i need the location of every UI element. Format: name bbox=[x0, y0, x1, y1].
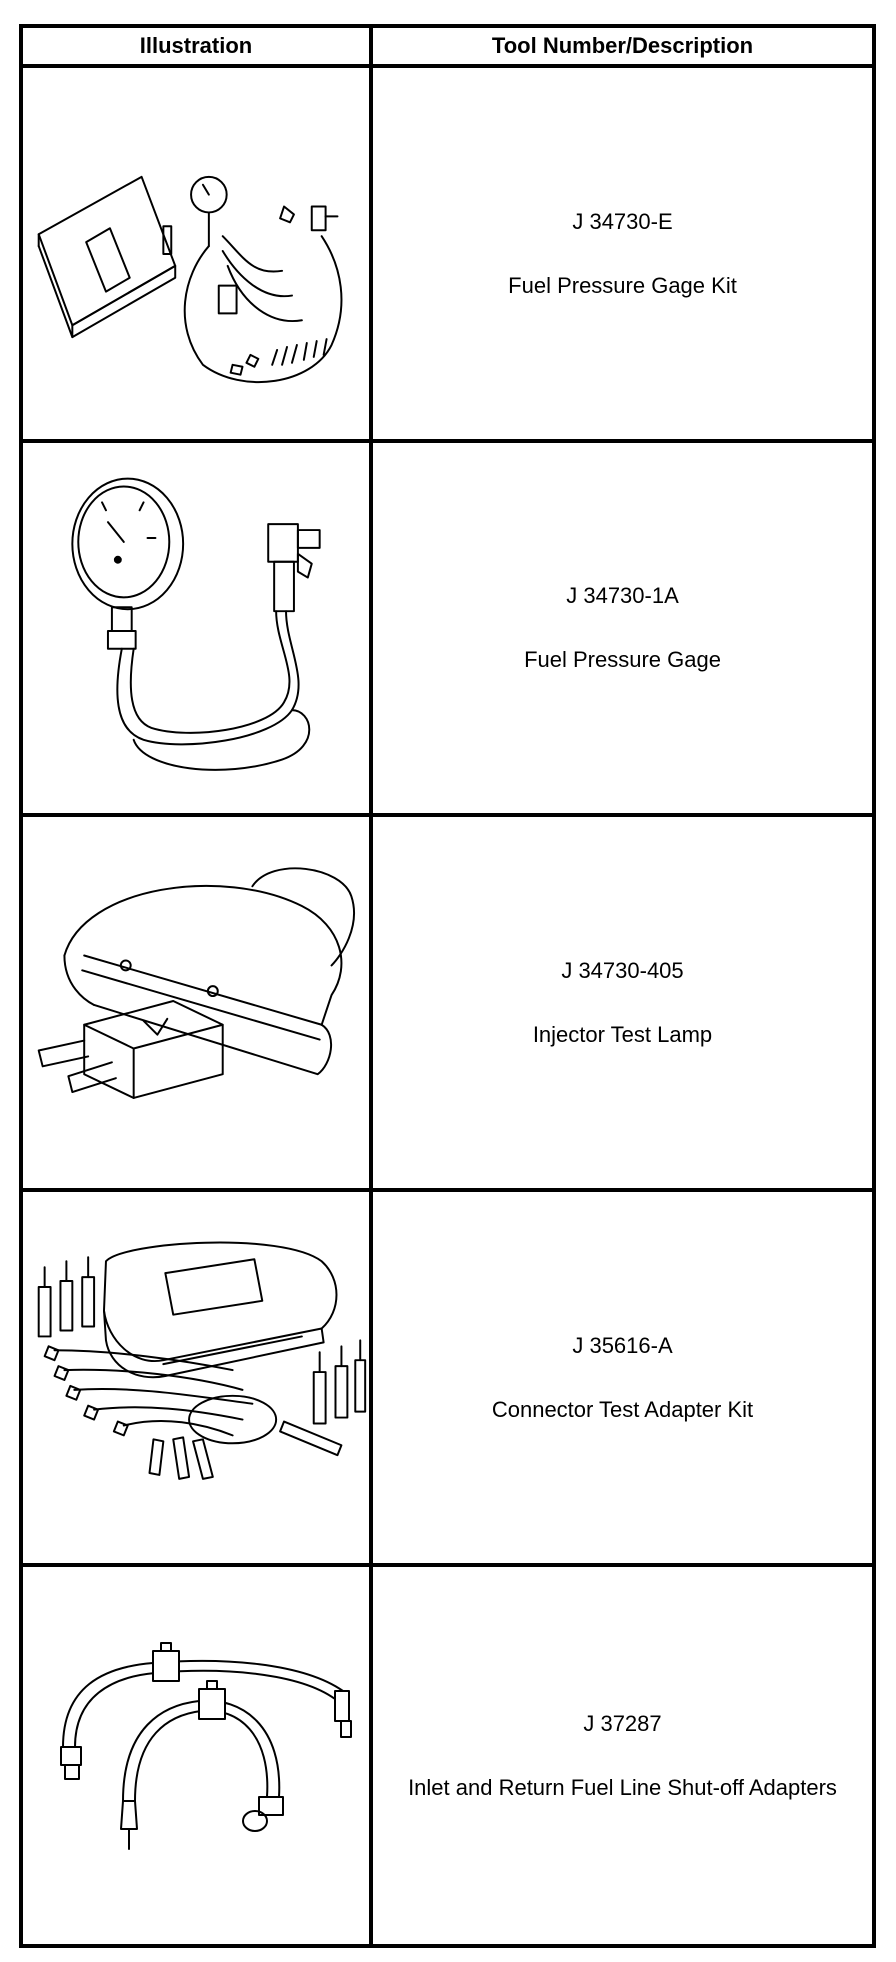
tool-number: J 34730-405 bbox=[561, 957, 684, 983]
connector-test-adapter-kit-icon bbox=[37, 1241, 367, 1480]
header-tool-description: Tool Number/Description bbox=[491, 33, 754, 58]
injector-test-lamp-icon bbox=[37, 867, 355, 1099]
fuel-line-shutoff-adapters-icon bbox=[60, 1642, 352, 1850]
table-row: J 34730-E Fuel Pressure Gage Kit bbox=[23, 68, 872, 443]
tool-description: Injector Test Lamp bbox=[532, 1021, 713, 1047]
tool-description-cell: J 37287 Inlet and Return Fuel Line Shut-… bbox=[373, 1567, 872, 1944]
tool-number: J 37287 bbox=[583, 1710, 662, 1736]
table-header: Illustration Tool Number/Description bbox=[23, 28, 872, 68]
header-illustration: Illustration bbox=[139, 33, 253, 58]
table-row: J 34730-1A Fuel Pressure Gage bbox=[23, 443, 872, 817]
tool-description: Connector Test Adapter Kit bbox=[491, 1396, 754, 1422]
illustration-cell bbox=[23, 1192, 369, 1563]
column-divider bbox=[369, 28, 373, 1944]
illustration-cell bbox=[23, 817, 369, 1188]
fuel-pressure-gage-kit-icon bbox=[37, 175, 343, 384]
tool-number: J 34730-E bbox=[572, 208, 673, 234]
table-row: J 37287 Inlet and Return Fuel Line Shut-… bbox=[23, 1567, 872, 1944]
illustration-cell bbox=[23, 443, 369, 813]
tool-table: Illustration Tool Number/Description bbox=[19, 24, 876, 1948]
tool-description-cell: J 34730-405 Injector Test Lamp bbox=[373, 817, 872, 1188]
table-row: J 35616-A Connector Test Adapter Kit bbox=[23, 1192, 872, 1567]
tool-description: Fuel Pressure Gage Kit bbox=[508, 272, 737, 298]
fuel-pressure-gage-icon bbox=[71, 477, 321, 771]
table-row: J 34730-405 Injector Test Lamp bbox=[23, 817, 872, 1192]
tool-number: J 35616-A bbox=[572, 1332, 673, 1358]
tool-number: J 34730-1A bbox=[566, 583, 679, 608]
tool-description: Inlet and Return Fuel Line Shut-off Adap… bbox=[408, 1774, 837, 1800]
tool-description-cell: J 34730-1A Fuel Pressure Gage bbox=[373, 443, 872, 813]
tool-description-cell: J 35616-A Connector Test Adapter Kit bbox=[373, 1192, 872, 1563]
illustration-cell bbox=[23, 68, 369, 439]
tool-description: Fuel Pressure Gage bbox=[524, 647, 721, 672]
tool-description-cell: J 34730-E Fuel Pressure Gage Kit bbox=[373, 68, 872, 439]
illustration-cell bbox=[23, 1567, 369, 1944]
